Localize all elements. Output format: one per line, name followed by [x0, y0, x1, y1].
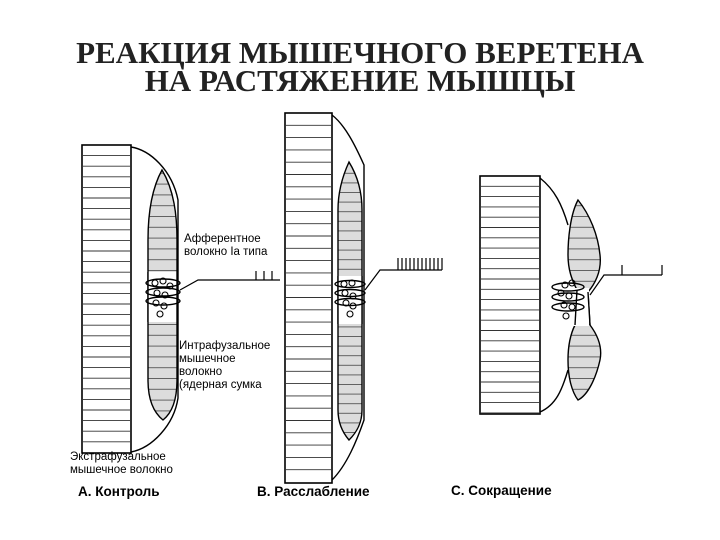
label-afferent-line1: Афферентное [184, 233, 261, 245]
sensory-coil-c [551, 282, 585, 312]
extrafusal-fiber-c [479, 175, 541, 415]
title-line-2: НА РАСТЯЖЕНИЕ МЫШЦЫ [144, 63, 576, 98]
title-line-1: РЕАКЦИЯ МЫШЕЧНОГО ВЕРЕТЕНА [76, 35, 644, 70]
caption-a-control: А. Контроль [78, 484, 160, 499]
panel-b-stretch [284, 112, 443, 484]
label-intrafusal-line4: (ядерная сумка [179, 379, 262, 391]
label-afferent-fiber: Афферентное волокно Ia типа [184, 233, 267, 259]
label-intrafusal-line2: мышечное [179, 353, 236, 365]
label-extrafusal-line1: Экстрафузальное [70, 451, 166, 463]
label-intrafusal-fiber: Интрафузальное мышечное волокно (ядерная… [179, 340, 270, 392]
label-intrafusal-line3: волокно [179, 366, 223, 378]
panel-c-contraction [479, 175, 663, 415]
sensory-coil-b [334, 279, 366, 307]
caption-b-stretch: В. Расслабление [257, 484, 370, 499]
afferent-nerve-b [364, 258, 443, 291]
panel-a-control [81, 144, 280, 454]
extrafusal-fiber-a [81, 144, 132, 454]
label-extrafusal-fiber: Экстрафузальное мышечное волокно [70, 451, 173, 477]
spindle-capsule-b [331, 114, 365, 481]
afferent-nerve-c [589, 265, 663, 296]
sensory-coil-a [145, 278, 181, 306]
label-extrafusal-line2: мышечное волокно [70, 464, 173, 476]
afferent-nerve-a [179, 271, 280, 291]
caption-c-contraction: С. Сокращение [451, 483, 552, 498]
label-afferent-line2: волокно Ia типа [184, 246, 268, 258]
label-intrafusal-line1: Интрафузальное [179, 340, 271, 352]
extrafusal-fiber-b [284, 112, 333, 484]
spindle-capsule-c [539, 177, 569, 413]
